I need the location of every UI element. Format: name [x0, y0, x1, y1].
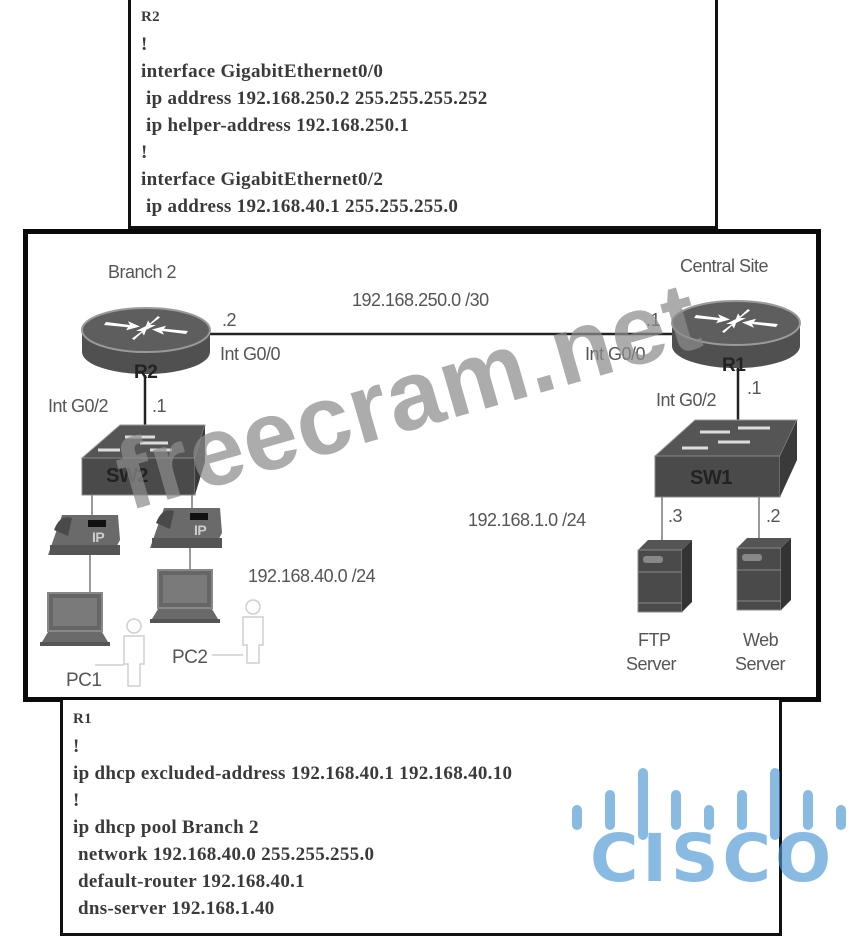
web-server-icon[interactable]: [736, 538, 791, 611]
config-line: !: [141, 142, 148, 163]
r2-g02-label: Int G0/2: [48, 396, 109, 416]
config-line: ip helper-address 192.168.250.1: [141, 115, 410, 136]
r2-config-box: R2 ! interface GigabitEthernet0/0 ip add…: [128, 0, 718, 229]
ip-phone-2-icon[interactable]: [150, 508, 222, 548]
ftp-host: .3: [668, 506, 683, 526]
wan-network-label: 192.168.250.0 /30: [352, 290, 489, 310]
config-line: interface GigabitEthernet0/0: [141, 61, 384, 82]
sw2-name: SW2: [106, 465, 148, 487]
config-line: R1: [73, 711, 92, 727]
config-line: !: [73, 736, 80, 757]
ftp-server-label-2: Server: [626, 654, 677, 674]
user-2-icon: [212, 599, 264, 664]
config-line: !: [141, 34, 148, 55]
config-line: interface GigabitEthernet0/2: [141, 169, 384, 190]
r2-g00-label: Int G0/0: [220, 344, 281, 364]
config-line: ip address 192.168.40.1 255.255.255.0: [141, 196, 459, 217]
r1-g00-host: .1: [646, 310, 661, 330]
r1-g02-label: Int G0/2: [656, 390, 717, 410]
phone-2-ip-label: IP: [194, 522, 207, 538]
r1-config-box: R1 ! ip dhcp excluded-address 192.168.40…: [60, 700, 782, 936]
config-line: R2: [141, 9, 160, 25]
config-line: !: [73, 790, 80, 811]
config-line: ip address 192.168.250.2 255.255.255.252: [141, 88, 488, 109]
cisco-logo-bars-icon: [572, 768, 846, 840]
config-line: network 192.168.40.0 255.255.255.0: [73, 844, 375, 865]
router-r2-icon[interactable]: [81, 307, 211, 374]
r1-name: R1: [722, 355, 746, 376]
config-line: ip dhcp pool Branch 2: [73, 817, 259, 838]
central-site-label: Central Site: [680, 256, 769, 276]
r2-g02-host: .1: [152, 396, 167, 416]
switch-sw1-icon[interactable]: [653, 419, 798, 498]
config-line: dns-server 192.168.1.40: [73, 898, 275, 919]
config-line: ip dhcp excluded-address 192.168.40.1 19…: [73, 763, 513, 784]
web-server-label-1: Web: [743, 630, 779, 650]
r1-g00-label: Int G0/0: [585, 344, 646, 364]
pc1-label: PC1: [66, 670, 102, 691]
ip-phone-1-icon[interactable]: [48, 515, 120, 555]
ftp-server-icon[interactable]: [637, 540, 692, 613]
user-1-icon: [95, 618, 145, 687]
config-line: default-router 192.168.40.1: [73, 871, 305, 892]
r2-g00-host: .2: [222, 310, 237, 330]
cisco-logo-text: CISCO: [590, 820, 836, 897]
pc2-icon[interactable]: [150, 569, 220, 623]
web-host: .2: [766, 506, 781, 526]
r2-name: R2: [134, 362, 158, 383]
ftp-server-label-1: FTP: [638, 630, 671, 650]
pc2-label: PC2: [172, 647, 208, 668]
branch-site-label: Branch 2: [108, 262, 177, 282]
phone-1-ip-label: IP: [92, 529, 105, 545]
r1-g02-host: .1: [747, 378, 762, 398]
switch-sw2-icon[interactable]: [80, 424, 206, 496]
router-r1-icon[interactable]: [671, 300, 801, 368]
web-server-label-2: Server: [735, 654, 786, 674]
branch-lan-label: 192.168.40.0 /24: [248, 566, 376, 586]
sw1-name: SW1: [690, 467, 732, 489]
central-lan-label: 192.168.1.0 /24: [468, 510, 586, 530]
pc1-icon[interactable]: [40, 592, 110, 646]
